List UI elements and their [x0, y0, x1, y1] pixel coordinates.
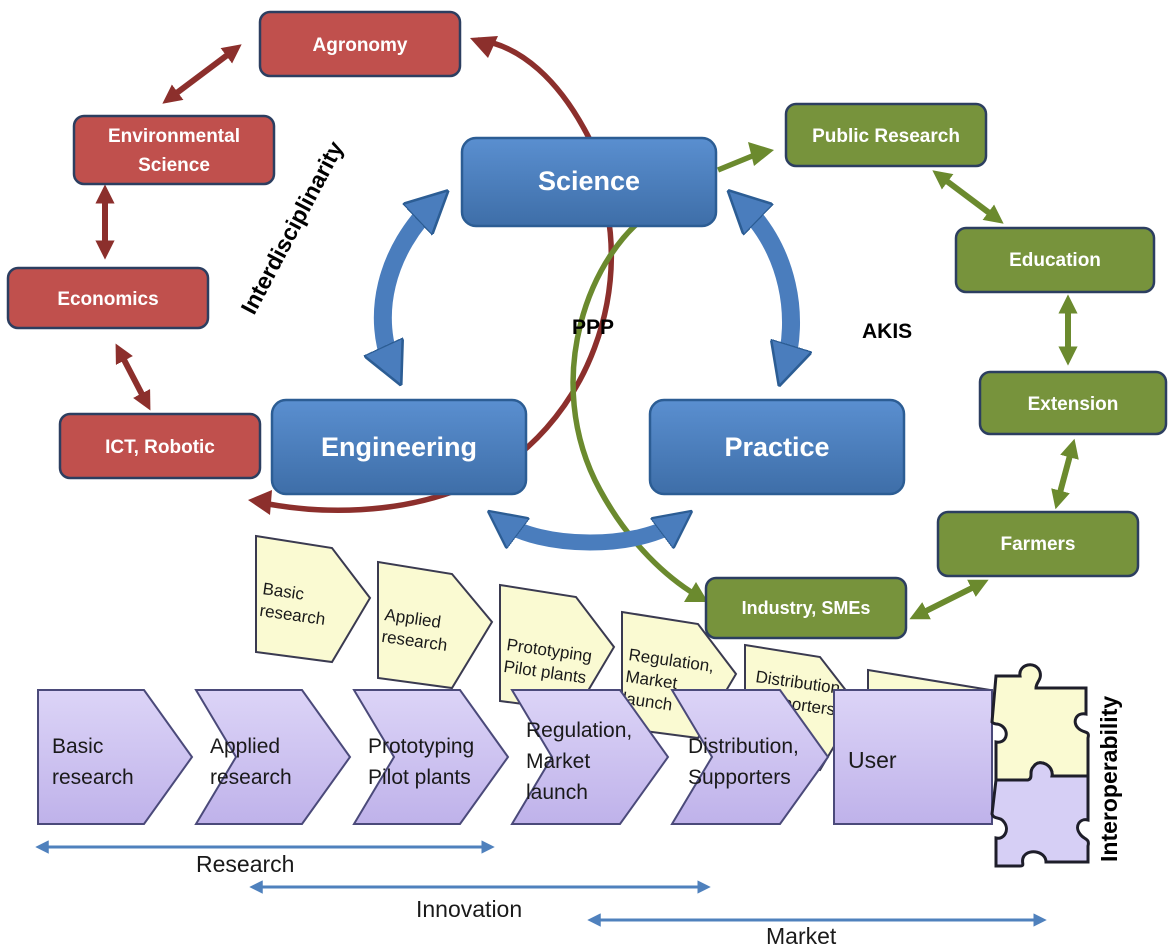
interoperability-label: Interoperability: [1096, 696, 1122, 862]
farmers-label: Farmers: [1001, 534, 1076, 555]
agronomy-label: Agronomy: [313, 35, 408, 56]
public-research-box: Public Research: [784, 102, 988, 168]
back-chevron-basic: [255, 534, 372, 664]
economics-box: Economics: [6, 266, 210, 330]
arrow-public-education: [932, 170, 1004, 224]
svg-text:Appliedresearch: Applied research: [210, 735, 292, 789]
farmers-box: Farmers: [936, 510, 1140, 578]
front-chevron-applied: [194, 689, 352, 825]
agronomy-box: Agronomy: [258, 10, 462, 78]
front-applied-line1: Applied: [210, 735, 280, 758]
science-label: Science: [538, 166, 640, 196]
back-chevron-prototyping: [499, 583, 616, 713]
front-chevron-regulation: [510, 689, 670, 825]
front-basic-line2: research: [52, 766, 134, 789]
front-prototyping-line1: Prototyping: [368, 735, 474, 758]
engineering-box: Engineering: [270, 398, 528, 496]
green-arrowhead-public: [748, 142, 774, 166]
front-regulation-line2: Market: [526, 750, 590, 773]
extension-label: Extension: [1028, 394, 1119, 415]
front-applied-line2: research: [210, 766, 292, 789]
envsci-line1: Environmental: [108, 126, 240, 147]
front-distribution-line1: Distribution,: [688, 735, 799, 758]
arrow-agronomy-envsci: [162, 44, 242, 104]
arrow-extension-farmers: [1051, 438, 1079, 510]
research-range-label: Research: [196, 851, 294, 877]
science-box: Science: [460, 136, 718, 228]
front-value-chain: User Distribution, Supporters Regulation,…: [37, 689, 993, 825]
front-chevron-prototyping: [352, 689, 510, 825]
ppp-label: PPP: [572, 316, 614, 339]
public-research-label: Public Research: [812, 126, 960, 147]
front-box-user: [833, 689, 993, 825]
practice-box: Practice: [648, 398, 906, 496]
svg-text:Distribution,Supporters: Distribution, Supporters: [688, 735, 799, 789]
engineering-label: Engineering: [321, 432, 477, 462]
front-chevron-basic: [37, 689, 194, 825]
front-regulation-line1: Regulation,: [526, 719, 632, 742]
arrow-farmers-industry: [909, 579, 989, 620]
innovation-range-label: Innovation: [416, 896, 522, 922]
industry-smes-label: Industry, SMEs: [742, 598, 871, 618]
front-distribution-line2: Supporters: [688, 766, 791, 789]
green-arrowhead-industry: [684, 582, 708, 602]
svg-text:PrototypingPilot plants: PrototypingPilot plants: [368, 735, 474, 789]
front-basic-line1: Basic: [52, 735, 103, 758]
front-regulation-line3: launch: [526, 781, 588, 804]
industry-smes-box: Industry, SMEs: [704, 576, 908, 640]
practice-label: Practice: [724, 432, 829, 462]
education-box: Education: [954, 226, 1156, 294]
puzzle-icon: [990, 663, 1090, 868]
education-label: Education: [1009, 250, 1101, 271]
arrow-economics-ict: [115, 343, 151, 411]
arrow-science-practice: [740, 202, 791, 370]
red-arrowhead-agronomy: [470, 36, 498, 58]
envsci-line2: Science: [138, 155, 210, 176]
economics-label: Economics: [57, 289, 158, 310]
extension-box: Extension: [978, 370, 1168, 436]
front-chevron-distribution: [670, 689, 830, 825]
svg-text:Regulation,Marketlaunch: Regulation, Market launch: [526, 719, 632, 804]
akis-label: AKIS: [862, 320, 912, 343]
front-user-label: User: [848, 747, 897, 773]
back-chevron-applied: [377, 560, 494, 690]
puzzle-piece-bottom: [990, 761, 1090, 868]
ict-robotic-label: ICT, Robotic: [105, 437, 215, 458]
market-range-label: Market: [766, 923, 837, 948]
front-prototyping-line2: Pilot plants: [368, 766, 471, 789]
ict-robotic-box: ICT, Robotic: [58, 412, 262, 480]
red-arrowhead-ict: [248, 490, 272, 515]
arrow-science-engineering: [383, 202, 436, 370]
arrow-engineering-practice: [500, 520, 680, 551]
svg-text:Basicresearch: Basic research: [52, 735, 134, 789]
